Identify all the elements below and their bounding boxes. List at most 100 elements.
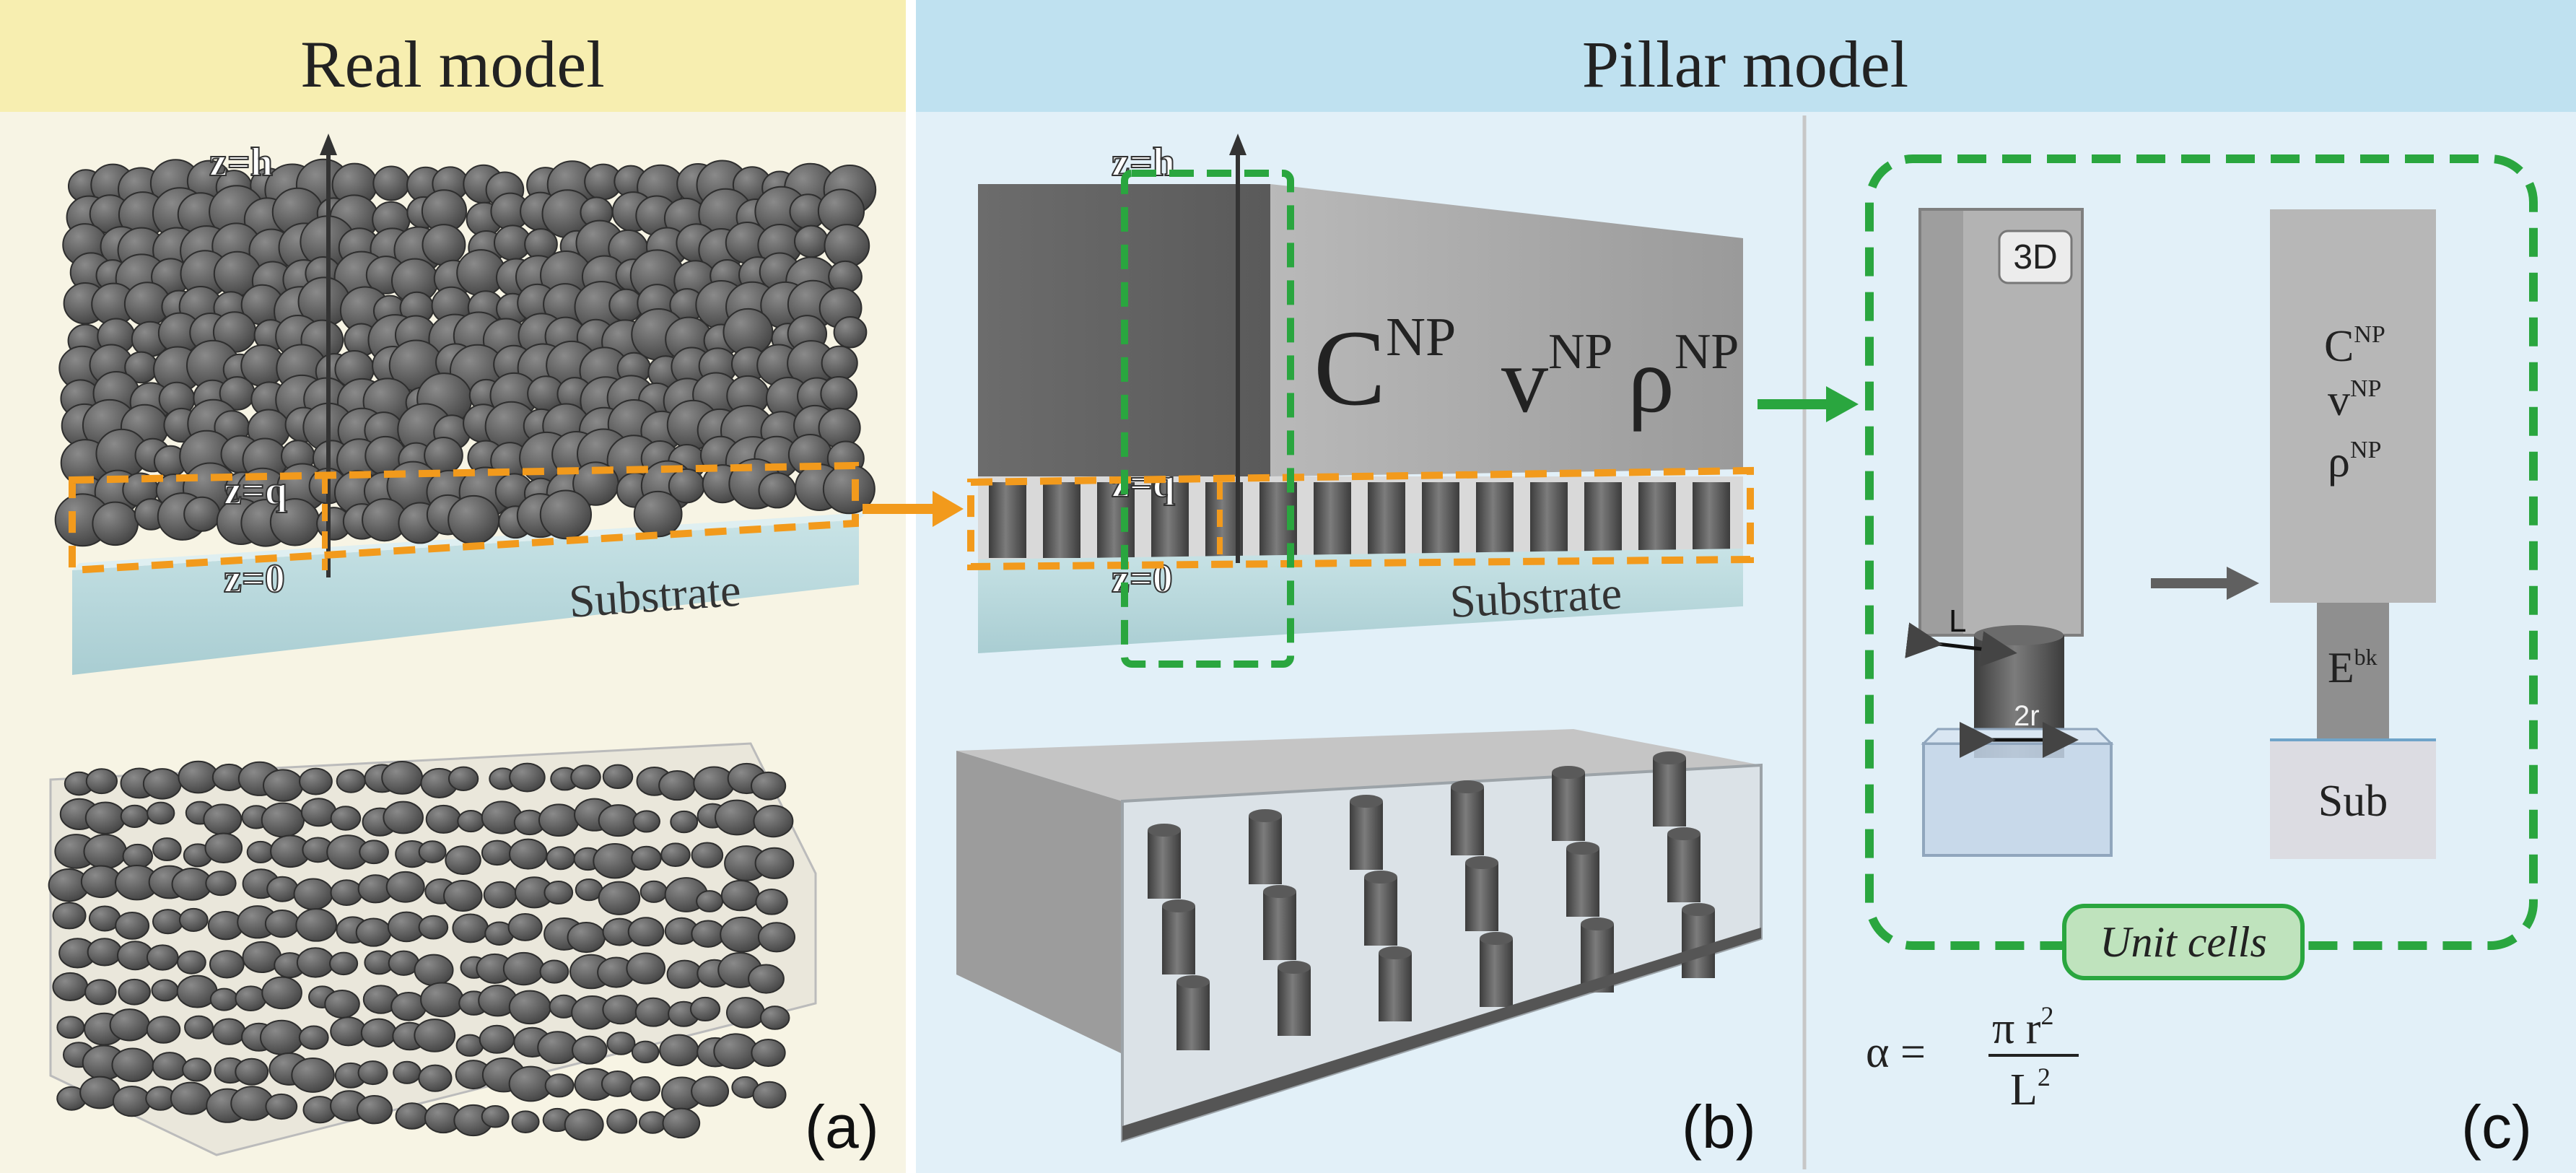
nanoparticle: [601, 1070, 634, 1097]
nanoparticle: [572, 1035, 608, 1065]
nanoparticle: [259, 1019, 304, 1055]
nanoparticle: [235, 985, 267, 1012]
nanoparticle: [602, 764, 634, 790]
cutaway-pillar: [1451, 780, 1484, 855]
nanoparticle: [83, 834, 127, 870]
pillar-block-front: [1270, 184, 1743, 476]
nanoparticle: [330, 1016, 367, 1047]
nanoparticle: [87, 938, 123, 967]
unit-cells-badge: Unit cells: [2062, 904, 2305, 980]
nanoparticle: [639, 880, 668, 903]
nanoparticle: [261, 802, 305, 838]
nanoparticle: [147, 801, 175, 825]
pillar-layer: [978, 476, 1743, 559]
nanoparticle: [632, 810, 660, 833]
pillar-model-block: z=h z=q z=0 Substrate CNP vNP ρNP: [967, 134, 1754, 668]
nanoparticle: [265, 1093, 298, 1120]
tag-3d-label: 3D: [2013, 238, 2057, 276]
pillar-substrate-label: Substrate: [1449, 567, 1623, 627]
pillar: [1151, 482, 1189, 558]
cutaway-pillar: [1162, 899, 1195, 974]
nanoparticle: [296, 947, 335, 978]
nanoparticle: [662, 1107, 701, 1139]
nanoparticle: [357, 1060, 388, 1086]
nanoparticle: [182, 1058, 212, 1082]
nanoparticle: [176, 950, 206, 974]
nanoparticle: [606, 1108, 638, 1134]
unit-cell-3d: 3D L 2r: [1905, 208, 2114, 857]
nanoparticle: [209, 950, 245, 979]
nanoparticle: [753, 805, 794, 838]
nanoparticle: [246, 840, 275, 864]
nanoparticle: [418, 1064, 453, 1092]
unit-cell-2d: CNP vNP ρNP Ebk Sub: [2270, 209, 2436, 859]
nanoparticle: [564, 1108, 604, 1141]
nanoparticle: [293, 878, 333, 910]
nanoparticle: [443, 879, 483, 912]
nanoparticle: [418, 915, 449, 940]
cell-rho-np: ρNP: [2328, 437, 2381, 487]
nanoparticle: [212, 1018, 246, 1045]
pillar-model-header-bg: [916, 0, 2576, 112]
nanoparticle: [660, 842, 691, 868]
nanoparticle: [170, 1081, 211, 1115]
nanoparticle: [759, 1006, 790, 1030]
nanoparticle: [393, 1060, 422, 1084]
nanoparticle: [204, 832, 243, 864]
nanoparticle: [336, 769, 366, 793]
cutaway-pillar: [1566, 842, 1599, 917]
nanoparticle: [418, 840, 447, 863]
nanoparticle: [359, 840, 389, 865]
nanoparticle: [828, 260, 863, 294]
cutaway-nanoparticles: [48, 760, 796, 1141]
nanoparticle: [120, 804, 149, 828]
nanoparticle: [142, 768, 182, 800]
nanoparticle: [414, 954, 454, 987]
nanoparticle: [395, 1102, 429, 1130]
pillar: [1476, 482, 1514, 558]
nanoparticle: [420, 982, 464, 1018]
v-np-label: vNP: [1501, 324, 1612, 432]
nanoparticle: [52, 972, 89, 1002]
nanoparticle: [633, 490, 683, 538]
nanoparticle: [748, 964, 785, 994]
interface-highlight-box: [69, 461, 859, 575]
nanoparticle: [502, 951, 545, 986]
pillar: [1422, 482, 1459, 558]
nanoparticle: [539, 959, 569, 984]
nanoparticle: [84, 979, 117, 1006]
rho-np-label: ρNP: [1628, 324, 1739, 432]
nanoparticle: [455, 1034, 484, 1057]
cutaway-pillars: [1148, 751, 1715, 1050]
cutaway-pillar: [1480, 932, 1513, 1007]
nanoparticle: [183, 496, 221, 532]
nanoparticle: [235, 1058, 269, 1086]
nanoparticle: [544, 1073, 575, 1098]
pillar: [1097, 482, 1135, 558]
dim-2r-label: 2r: [2014, 700, 2040, 732]
nanoparticle: [264, 909, 300, 938]
nanoparticle: [109, 1008, 150, 1042]
nanoparticle: [593, 842, 637, 879]
nanoparticle: [629, 1076, 661, 1102]
nanoparticle: [754, 847, 795, 879]
cutaway-pillar: [1465, 856, 1498, 931]
nanoparticle: [479, 1024, 515, 1054]
cutaway-pillar: [1176, 975, 1210, 1050]
nanoparticle: [178, 907, 209, 932]
nanoparticle: [209, 987, 239, 1011]
cutaway-pillar: [1379, 946, 1412, 1021]
nanoparticle: [330, 879, 363, 906]
nanoparticle: [355, 917, 392, 947]
formula-denominator: L2: [2010, 1063, 2051, 1115]
nanoparticle: [758, 472, 797, 509]
cutaway-pillar: [1249, 809, 1282, 884]
nanoparticle: [118, 978, 151, 1006]
nanoparticle: [205, 871, 237, 897]
pillar-model-header: Pillar model: [1582, 27, 1908, 101]
unit-cell-column-highlight: [1121, 170, 1294, 668]
nanoparticle: [381, 761, 424, 795]
cutaway-pillar: [1278, 961, 1311, 1036]
nanoparticle: [447, 766, 479, 791]
nanoparticle: [481, 1105, 510, 1128]
